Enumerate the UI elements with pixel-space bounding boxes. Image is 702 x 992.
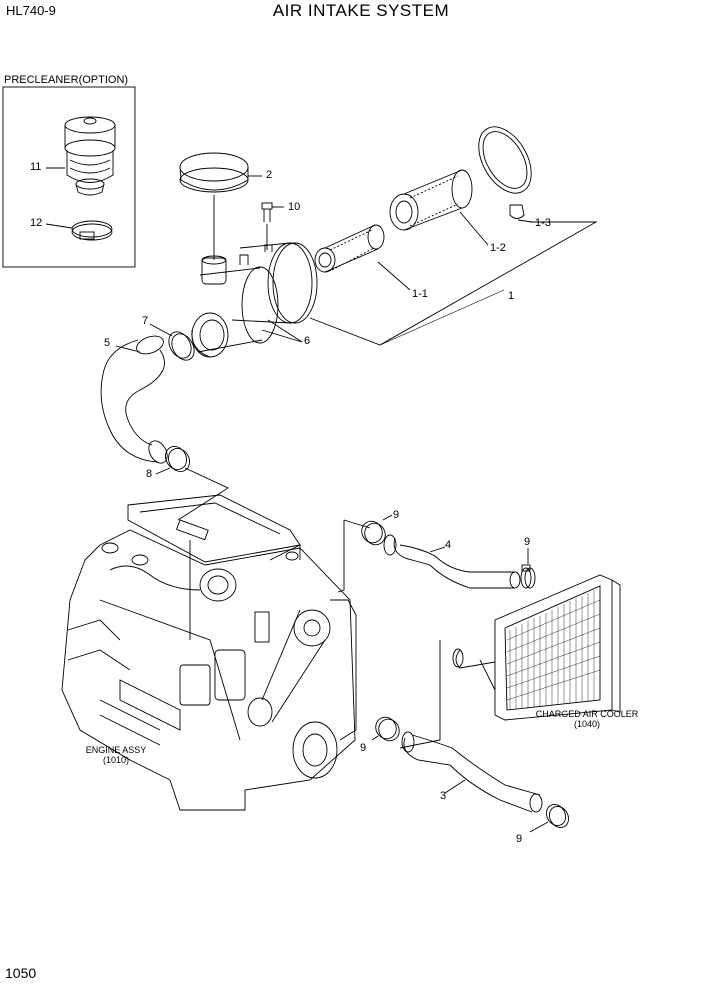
- callout-1: 1: [508, 290, 515, 302]
- clamp-8: [165, 446, 190, 472]
- callout-9-bottom: 9: [516, 833, 523, 845]
- callout-5: 5: [104, 337, 111, 349]
- callout-9-lower: 9: [360, 742, 367, 754]
- callout-1-3: 1-3: [535, 217, 551, 229]
- callout-6: 6: [304, 335, 311, 347]
- precleaner-box: [2, 86, 136, 268]
- clamp-7: [168, 331, 195, 361]
- clamp-9-bottom: [546, 804, 569, 828]
- callout-11: 11: [30, 161, 42, 173]
- cooler-caption-code: (1040): [573, 719, 600, 729]
- callout-10: 10: [288, 201, 301, 213]
- hose-5: [100, 335, 168, 464]
- engine-caption-code: (1010): [102, 755, 129, 765]
- callout-2: 2: [266, 169, 273, 181]
- engine-caption-name: ENGINE ASSY: [85, 745, 147, 755]
- precleaner-title: PRECLEANER(OPTION): [4, 74, 129, 86]
- precleaner-part: [64, 116, 116, 196]
- clamp-9-lower: [375, 716, 400, 742]
- bolt: [261, 202, 273, 222]
- callout-8: 8: [146, 468, 153, 480]
- callout-1-1: 1-1: [412, 288, 428, 300]
- air-cleaner-cover: [179, 152, 249, 193]
- callout-3: 3: [440, 790, 447, 802]
- charged-air-cooler: [452, 574, 621, 721]
- page-title: AIR INTAKE SYSTEM: [272, 1, 450, 20]
- model-code: HL740-9: [6, 3, 56, 18]
- clamp-9-right: [520, 564, 536, 589]
- page-number: 1050: [5, 965, 37, 981]
- clamp-9-upper: [361, 520, 386, 546]
- callout-7: 7: [142, 315, 149, 327]
- callout-1-2: 1-2: [490, 242, 506, 254]
- pipe-3: [401, 731, 543, 813]
- cooler-caption-name: CHARGED AIR COOLER: [535, 709, 639, 719]
- callout-4: 4: [445, 539, 452, 551]
- pipe-4: [383, 534, 521, 589]
- precleaner-clamp: [71, 220, 113, 241]
- end-cover: [478, 126, 532, 219]
- callout-9-upper: 9: [393, 509, 400, 521]
- filter-element-primary: [314, 224, 385, 273]
- air-cleaner-housing: [191, 242, 318, 358]
- engine-assembly: [61, 494, 357, 811]
- callout-12: 12: [30, 217, 43, 229]
- callout-9-right: 9: [524, 536, 531, 548]
- filter-element-safety: [389, 169, 473, 231]
